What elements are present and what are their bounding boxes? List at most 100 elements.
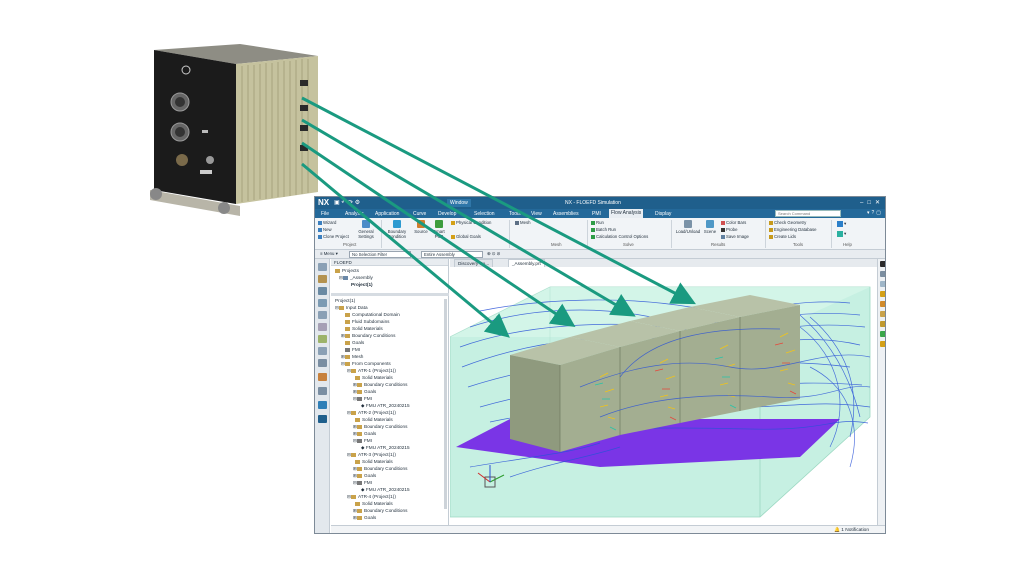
probe-button[interactable]: Probe [721,227,737,232]
create-lids-button[interactable]: Create Lids [769,234,796,239]
navigator-scrollbar[interactable] [444,299,447,509]
tree-node-assembly[interactable]: ⊟_Assembly [339,275,373,280]
tree-node-atr-2-fmi[interactable]: ⊟FMI [353,438,373,443]
tree-node-atr-4-boundary[interactable]: ⊞Boundary Conditions [353,508,408,513]
clock-icon[interactable] [318,373,327,381]
palette-icon[interactable] [318,347,327,355]
tree-node-atr-1-fmu[interactable]: ◆ FMU ATR_20240215 [361,403,410,408]
history-icon[interactable] [318,323,327,331]
physical-condition-button[interactable]: Physical Condition [451,220,491,225]
tree-node-atr-3-fmu[interactable]: ◆ FMU ATR_20240215 [361,487,410,492]
tree-node-project-active[interactable]: Project(1) [351,282,373,287]
tab-discovery-center[interactable]: Discovery Ce... [454,259,494,267]
command-search-input[interactable]: Search Command [775,210,841,217]
tree-node-atr-3-goals[interactable]: ⊞Goals [353,473,377,478]
global-goals-button[interactable]: Global Goals [451,234,481,239]
tree-node-atr-4[interactable]: ⊟ATR-4 (Project(1)) [347,494,396,499]
plot-icon[interactable] [880,321,885,327]
tree-node-atr-3-boundary[interactable]: ⊞Boundary Conditions [353,466,408,471]
tree-node-atr-3-solid[interactable]: Solid Materials [355,459,393,464]
tab-tools[interactable]: Tools [509,211,521,217]
assembly-navigator-icon[interactable] [318,287,327,295]
tab-view[interactable]: View [531,211,542,217]
tree-node-from-components[interactable]: ⊟From Components [341,361,391,366]
tab-display[interactable]: Display [655,211,672,217]
batch-run-button[interactable]: Batch Run [591,227,616,232]
tree-node-atr-4-solid[interactable]: Solid Materials [355,501,393,506]
tree-node-projects[interactable]: Projects [335,268,359,273]
general-settings-button[interactable]: General Settings [355,220,377,239]
menu-button[interactable]: ≡ Menu ▾ [320,251,338,256]
quick-access-toolbar[interactable]: ▣ ↶ ↷ ⚙ [334,200,361,206]
web-browser-icon[interactable] [318,335,327,343]
report-icon[interactable] [880,341,885,347]
constraint-navigator-icon[interactable] [318,299,327,307]
tab-flow-analysis[interactable]: Flow Analysis [609,209,644,218]
smart-pcb-button[interactable]: Smart PCB [431,220,447,239]
scope-dropdown[interactable]: Entire Assembly [421,251,483,258]
selection-filter-dropdown[interactable]: No Selection Filter [349,251,411,258]
tree-node-atr-1[interactable]: ⊟ATR-1 (Project(1)) [347,368,396,373]
navigator-splitter[interactable] [331,293,449,296]
tab-assembly-prt[interactable]: _Assembly.prt [508,259,545,267]
reuse-library-icon[interactable] [318,311,327,319]
play-icon[interactable] [880,291,885,297]
tree-node-computational-domain[interactable]: Computational Domain [345,312,400,317]
graphics-viewport[interactable] [450,267,877,525]
engineering-database-button[interactable]: Engineering Database [769,227,817,232]
clone-project-button[interactable]: Clone Project [318,234,349,239]
calc-control-button[interactable]: Calculation Control Options [591,234,648,239]
mesh-button[interactable]: Mesh [515,220,531,225]
tab-develop[interactable]: Develop [438,211,457,217]
part-navigator-icon[interactable] [318,275,327,283]
help-book-button[interactable]: ▾ [837,231,846,237]
run-button[interactable]: Run [591,220,604,225]
help-info-button[interactable]: ▾ [837,221,846,227]
tree-node-goals[interactable]: Goals [345,340,364,345]
source-button[interactable]: Source [413,220,429,234]
layer-icon[interactable] [880,261,885,267]
floefd-analysis-icon[interactable] [318,415,327,423]
tree-node-atr-2-goals[interactable]: ⊞Goals [353,431,377,436]
tree-node-fluid-subdomains[interactable]: Fluid Subdomains [345,319,390,324]
render-icon[interactable] [880,281,885,287]
tab-assemblies[interactable]: Assemblies [553,211,579,217]
tree-node-boundary-conditions[interactable]: ⊞Boundary Conditions [341,333,396,338]
tree-node-mesh[interactable]: ⊞Mesh [341,354,364,359]
tree-node-solid-materials[interactable]: Solid Materials [345,326,383,331]
wizard-button[interactable]: Wizard [318,220,336,225]
tree-node-input-data[interactable]: ⊟Input Data [335,305,368,310]
tab-selection[interactable]: Selection [474,211,495,217]
system-scenes-icon[interactable] [318,387,327,395]
notification-indicator[interactable]: 🔔 1 Notification [833,528,869,533]
tab-analysis[interactable]: Analysis [345,211,364,217]
tree-node-atr-1-goals[interactable]: ⊞Goals [353,389,377,394]
tree-node-atr-3-fmi[interactable]: ⊟FMI [353,480,373,485]
tree-node-atr-2-fmu[interactable]: ◆ FMU ATR_20240215 [361,445,410,450]
flow-simulation-view[interactable] [450,267,877,525]
tree-node-atr-3[interactable]: ⊟ATR-3 (Project(1)) [347,452,396,457]
roles-icon[interactable] [318,359,327,367]
tree-node-atr-2-boundary[interactable]: ⊞Boundary Conditions [353,424,408,429]
tree-node-fmi[interactable]: FMI [345,347,360,352]
load-unload-button[interactable]: Load/Unload [675,220,701,234]
tree-node-atr-4-goals[interactable]: ⊞Goals [353,515,377,520]
scene-button[interactable]: Scene [703,220,717,234]
boundary-condition-button[interactable]: Boundary Condition [383,220,411,239]
save-image-button[interactable]: Save Image [721,234,749,239]
tab-curve[interactable]: Curve [413,211,427,217]
check-geometry-button[interactable]: Check Geometry [769,220,806,225]
folder-icon[interactable] [880,311,885,317]
tree-node-atr-1-fmi[interactable]: ⊟FMI [353,396,373,401]
tree-node-atr-2[interactable]: ⊟ATR-2 (Project(1)) [347,410,396,415]
color-bars-button[interactable]: Color Bars [721,220,746,225]
view-icon[interactable] [880,271,885,277]
ribbon-options[interactable]: ▾?▢ [866,210,883,216]
goal-plot-icon[interactable] [880,331,885,337]
tab-file[interactable]: File [321,211,330,217]
navigator-icon[interactable] [318,263,327,271]
tree-node-atr-1-boundary[interactable]: ⊞Boundary Conditions [353,382,408,387]
window-menu-button[interactable]: Window [447,199,471,207]
snap-icons[interactable]: ⊕ ⊙ ⊘ [487,251,501,256]
results-icon[interactable] [880,301,885,307]
